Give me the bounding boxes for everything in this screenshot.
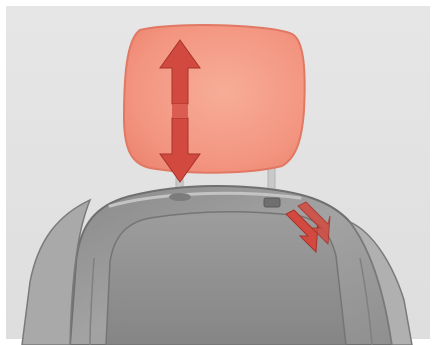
headrest (124, 25, 305, 173)
release-button (264, 198, 280, 207)
